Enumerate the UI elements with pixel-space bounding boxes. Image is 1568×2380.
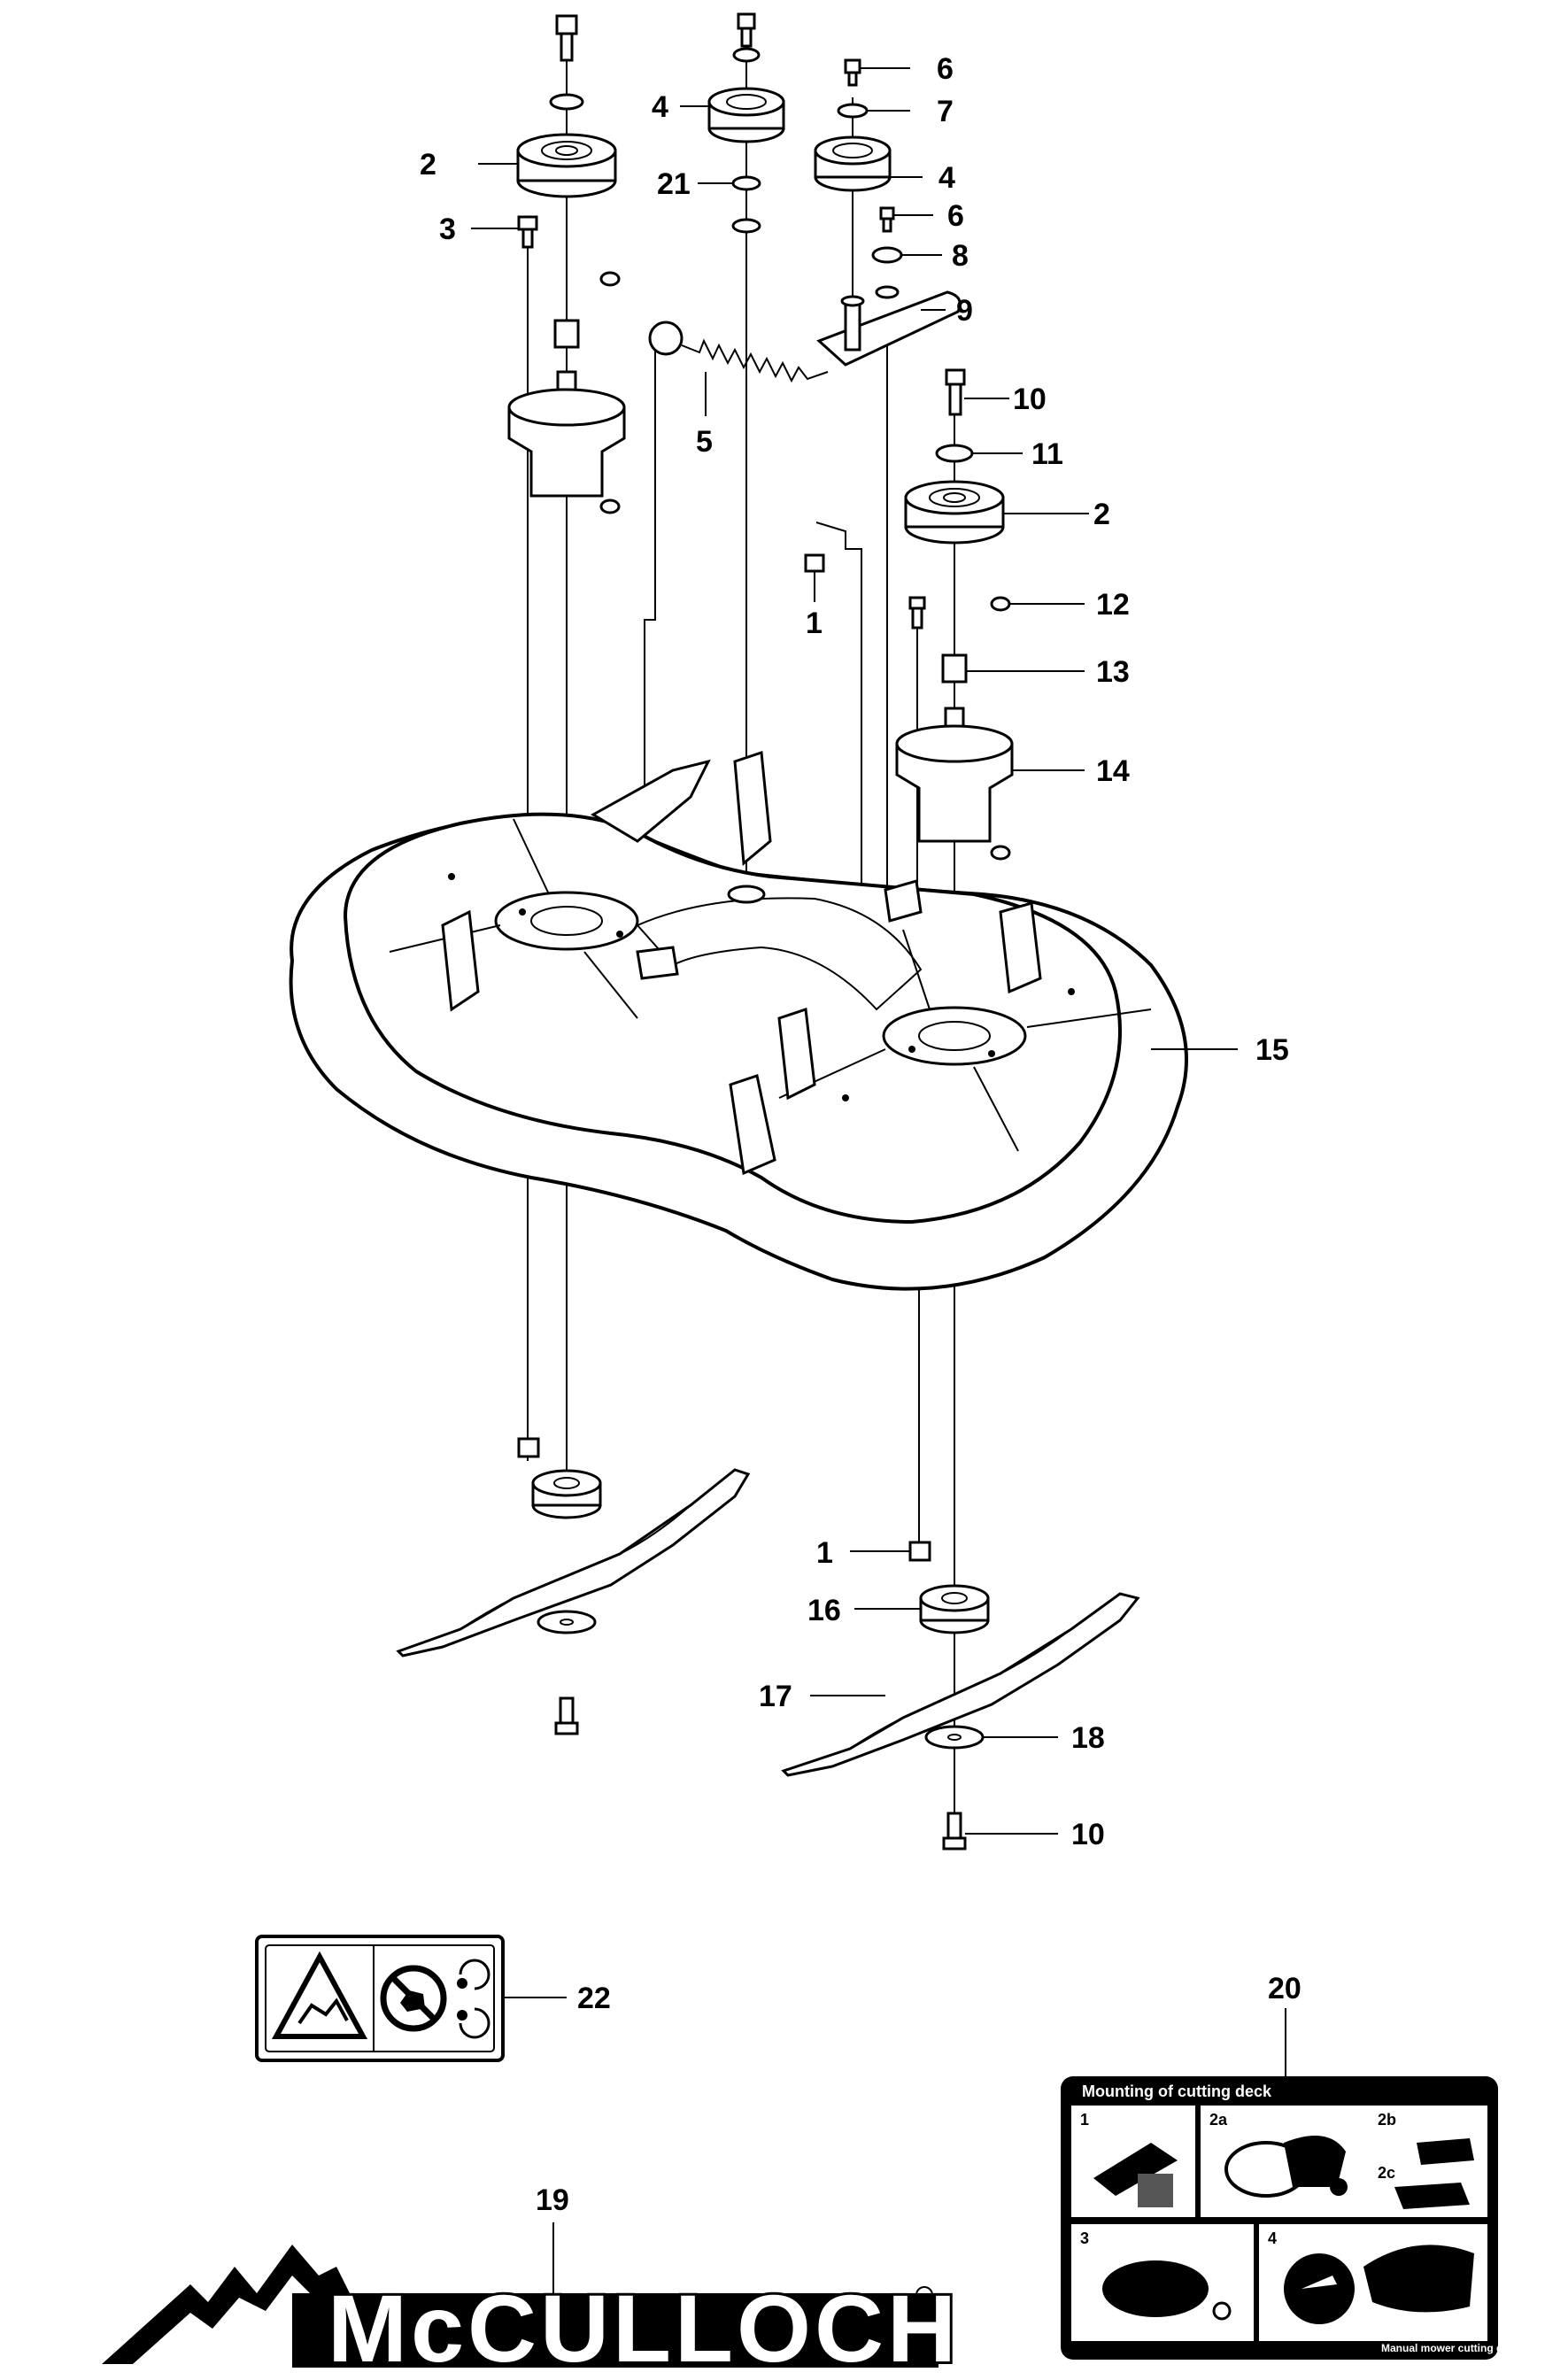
brand-logo: McCULLOCH: [102, 2245, 960, 2380]
callout-8: 8: [952, 239, 969, 273]
callout-19: 19: [536, 2183, 569, 2217]
callout-12: 12: [1096, 588, 1130, 622]
cutting-deck: [289, 750, 1188, 1291]
callout-10-lower: 10: [1071, 1818, 1105, 1851]
callout-16: 16: [807, 1594, 841, 1627]
callout-5: 5: [696, 425, 713, 459]
rotating-blade-icon: [457, 1959, 490, 2039]
manual-decal-title: Mounting of cutting deck: [1082, 2082, 1272, 2100]
manual-step-1: 1: [1080, 2111, 1089, 2129]
callout-10-upper: 10: [1013, 382, 1047, 416]
warning-triangle-icon: [271, 1951, 368, 2039]
manual-step-2a: 2a: [1209, 2111, 1228, 2129]
tension-spring: [648, 321, 829, 383]
manual-step-4: 4: [1268, 2229, 1277, 2247]
spindles: [507, 319, 1014, 843]
callout-2-left: 2: [420, 148, 436, 182]
callout-21: 21: [657, 167, 691, 201]
callout-4-center: 4: [652, 90, 668, 124]
callout-11: 11: [1031, 437, 1063, 471]
callout-1-lower: 1: [816, 1536, 833, 1570]
callout-numbers: 1 1 2 2 3 4 4 5 6 6 7 8 9 10 10 11 12 13…: [420, 52, 1302, 2217]
callout-14: 14: [1096, 754, 1130, 788]
callout-2-right: 2: [1093, 498, 1110, 531]
callout-22: 22: [577, 1982, 611, 2015]
callout-6-second: 6: [947, 199, 964, 233]
leader-lines: [471, 67, 1286, 2293]
callout-1-upper: 1: [806, 607, 823, 640]
no-hands-icon: [380, 1965, 447, 2032]
callout-3: 3: [439, 212, 456, 246]
blade-washers-and-bolts: [537, 1610, 985, 1851]
callout-18: 18: [1071, 1721, 1105, 1755]
manual-decal-footer: Manual mower cutting deck: [1381, 2342, 1521, 2354]
bearings-and-nuts: [517, 1437, 990, 1634]
callout-6-top: 6: [937, 52, 954, 86]
callout-20: 20: [1268, 1972, 1302, 2005]
callout-17: 17: [759, 1680, 792, 1713]
manual-step-2b: 2b: [1378, 2111, 1396, 2129]
mower-blades: [396, 1468, 1140, 1777]
manual-step-2c: 2c: [1378, 2164, 1395, 2182]
callout-15: 15: [1255, 1033, 1289, 1067]
callout-13: 13: [1096, 655, 1130, 689]
callout-4-right: 4: [938, 161, 955, 195]
warning-decal: [255, 1935, 505, 2062]
idler-arm: [816, 290, 962, 367]
brand-logo-text: McCULLOCH: [328, 2275, 960, 2380]
callout-7: 7: [937, 95, 954, 128]
bolts-and-washers: [517, 12, 1011, 861]
manual-step-3: 3: [1080, 2229, 1089, 2247]
manual-decal: Mounting of cutting deck 1 2a 2b 2c 3 4 …: [1061, 2076, 1521, 2360]
pulleys: [516, 87, 1005, 545]
callout-9: 9: [956, 294, 973, 328]
